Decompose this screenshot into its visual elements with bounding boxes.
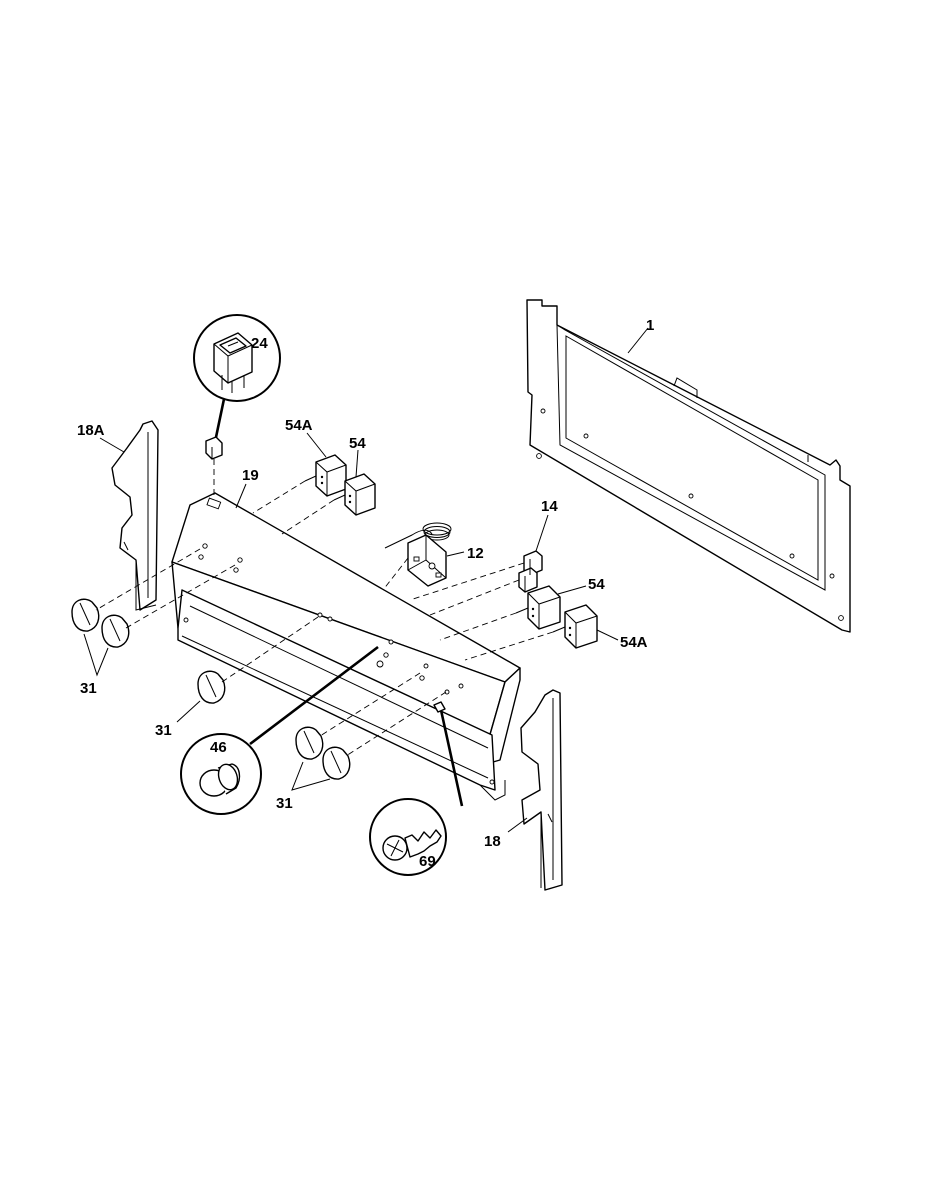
label-part-24: 24 — [251, 335, 268, 352]
label-part-54a-upper: 54A — [285, 417, 313, 434]
rear-panel-part — [526, 299, 851, 633]
label-part-31-right: 31 — [276, 795, 293, 812]
label-part-14: 14 — [541, 498, 558, 515]
assembly-guide-lines — [95, 459, 554, 757]
rocker-switch-part — [193, 314, 281, 460]
label-part-19: 19 — [242, 467, 259, 484]
label-part-54-upper: 54 — [349, 435, 366, 452]
screw-part — [369, 701, 464, 876]
infinite-switch-54A-lower-part — [552, 604, 619, 649]
knob-pair-right-part — [291, 726, 351, 791]
thermostat-part — [384, 522, 465, 587]
knob-pair-left-part — [71, 598, 130, 677]
control-panel-backguard-part — [171, 483, 521, 801]
knob-single-part — [176, 670, 226, 723]
signal-switch-part — [518, 514, 549, 593]
infinite-switch-54A-upper-part — [304, 432, 347, 497]
right-side-trim-part — [507, 689, 563, 891]
infinite-switch-54-upper-part — [333, 449, 376, 516]
label-part-46: 46 — [210, 739, 227, 756]
label-part-54-lower: 54 — [588, 576, 605, 593]
label-part-18a: 18A — [77, 422, 105, 439]
push-button-part — [180, 645, 384, 815]
left-side-trim-part — [99, 420, 159, 611]
label-part-12: 12 — [467, 545, 484, 562]
label-part-69: 69 — [419, 853, 436, 870]
label-part-31-middle: 31 — [155, 722, 172, 739]
label-part-54a-lower: 54A — [620, 634, 648, 651]
label-part-1: 1 — [646, 317, 654, 334]
callout-labels: 1 24 18A 54A 54 19 14 12 54 54A 31 31 46… — [77, 317, 654, 870]
label-part-31-left: 31 — [80, 680, 97, 697]
infinite-switch-54-lower-part — [515, 585, 587, 630]
label-part-18: 18 — [484, 833, 501, 850]
